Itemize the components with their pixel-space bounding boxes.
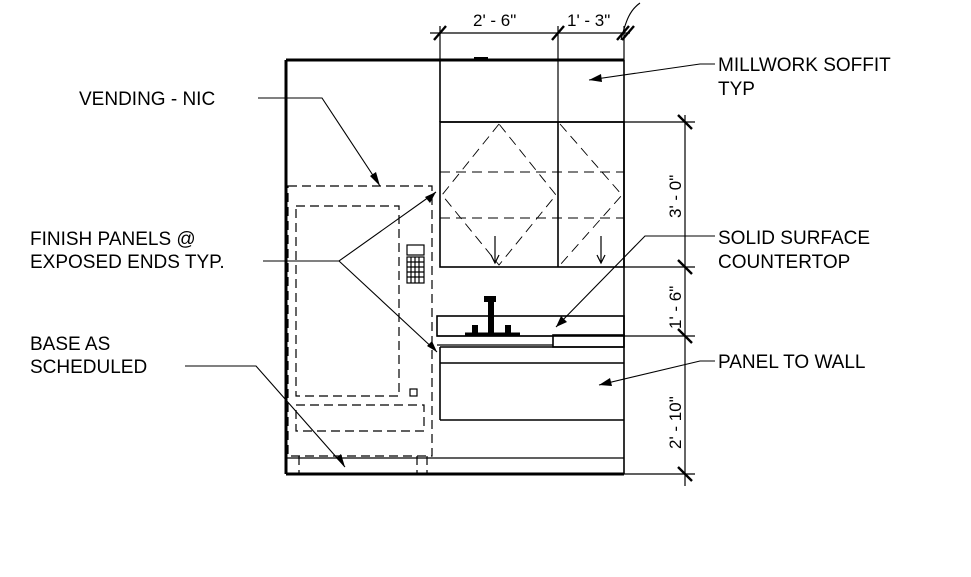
label-finish-panels: FINISH PANELS @ [30, 229, 196, 250]
label-millwork-soffit-typ: TYP [718, 79, 755, 100]
dim-right-middle: 1' - 6" [666, 286, 685, 329]
vending-machine [287, 185, 433, 474]
faucet-icon [465, 296, 520, 336]
base-cabinet [439, 346, 624, 421]
label-scheduled: SCHEDULED [30, 357, 147, 378]
label-solid-surface: SOLID SURFACE [718, 228, 870, 249]
label-millwork-soffit: MILLWORK SOFFIT [718, 55, 891, 76]
label-vending: VENDING - NIC [79, 89, 215, 110]
countertop [436, 315, 625, 348]
right-dimension [624, 114, 695, 486]
dim-top-right: 1' - 3" [567, 11, 610, 30]
dim-right-upper: 3' - 0" [666, 175, 685, 218]
leader-lines [185, 63, 715, 468]
dim-right-lower: 2' - 10" [666, 396, 685, 449]
millwork-soffit [439, 57, 624, 123]
label-panel-to-wall: PANEL TO WALL [718, 352, 865, 373]
label-base-as: BASE AS [30, 334, 110, 355]
label-countertop: COUNTERTOP [718, 252, 850, 273]
upper-cabinets [439, 121, 625, 268]
keypad-icon [406, 244, 425, 284]
dim-top-left: 2' - 6" [473, 11, 516, 30]
top-dimension [430, 2, 641, 60]
label-exposed-ends: EXPOSED ENDS TYP. [30, 252, 225, 273]
